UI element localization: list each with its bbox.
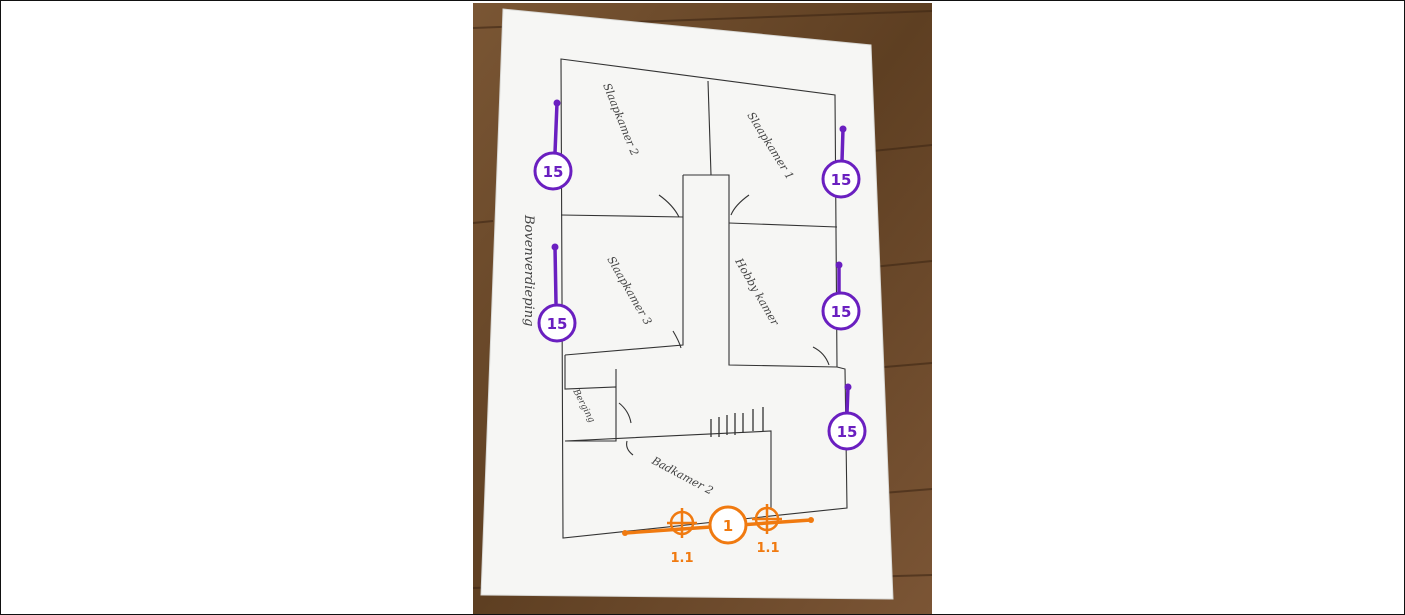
wall-marker-4-label: 15: [831, 303, 852, 321]
segment-label-1: 1.1: [670, 551, 693, 566]
wall-marker-5[interactable]: 15: [827, 411, 867, 451]
wall-marker-4[interactable]: 15: [821, 291, 861, 331]
outer-wall: [560, 58, 848, 539]
floorplan-drawing: [560, 58, 848, 539]
line-marker-badge-label: 1: [723, 517, 733, 535]
wall-marker-3[interactable]: 15: [537, 303, 577, 343]
crosshair-icon[interactable]: [667, 508, 697, 538]
wall-marker-1[interactable]: 15: [533, 151, 573, 191]
floorplan-photo: Slaapkamer 2 Slaapkamer 1 Slaapkamer 3 H…: [473, 3, 932, 614]
wall-marker-1-label: 15: [543, 163, 564, 181]
paper-sheet: [481, 9, 893, 599]
crosshair-icon[interactable]: [752, 504, 782, 534]
line-marker-badge[interactable]: 1: [708, 505, 748, 545]
segment-label-2: 1.1: [756, 541, 779, 556]
wall-marker-5-label: 15: [837, 423, 858, 441]
wall-marker-2[interactable]: 15: [821, 159, 861, 199]
wall-marker-3-label: 15: [547, 315, 568, 333]
wall-marker-group: [553, 101, 850, 415]
floor-title: Bovenverdieping: [521, 214, 536, 326]
wall-marker-2-label: 15: [831, 171, 852, 189]
